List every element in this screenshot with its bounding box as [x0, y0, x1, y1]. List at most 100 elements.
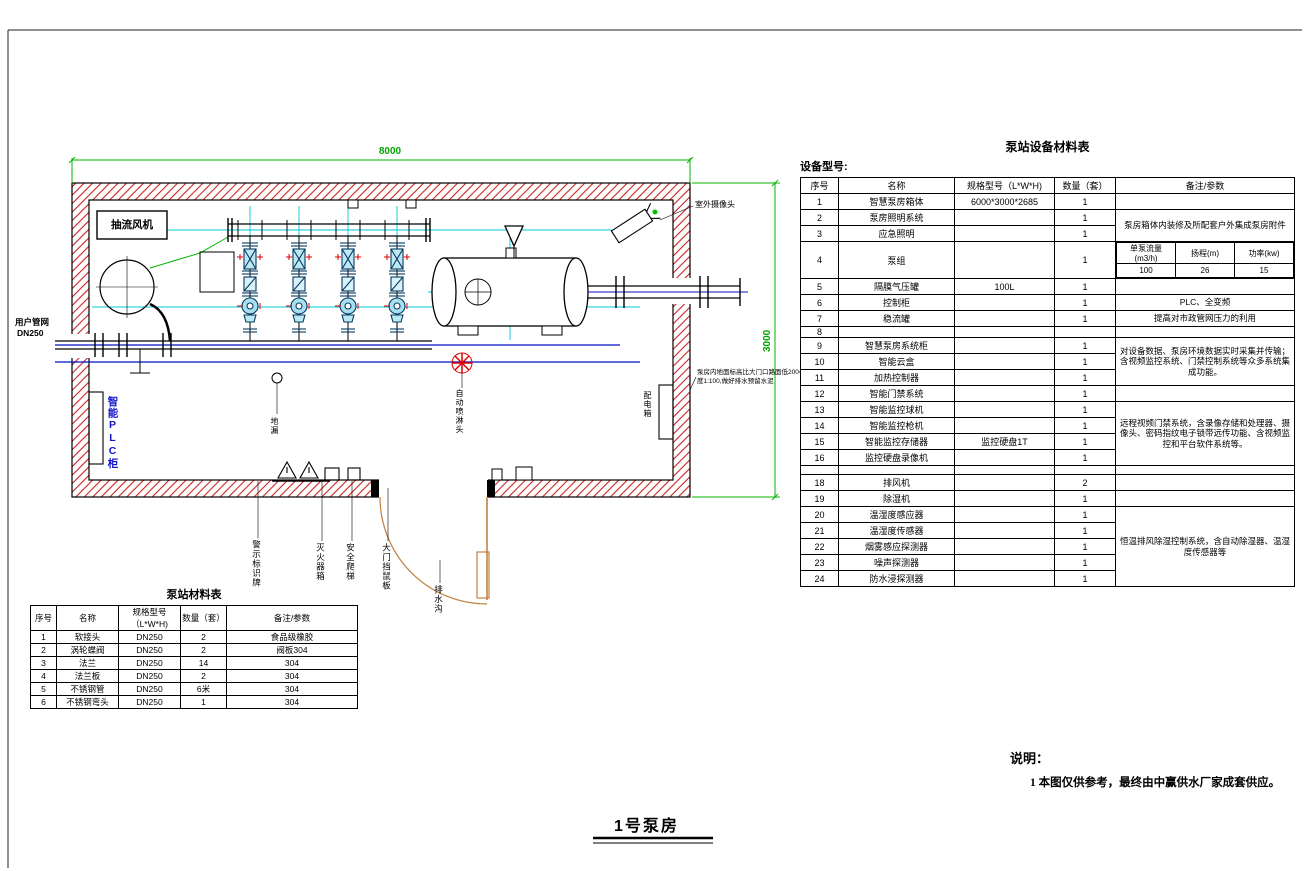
material-table-title: 泵站材料表 [166, 589, 222, 601]
cell: 不锈钢管 [56, 682, 119, 696]
cell: 4 [800, 241, 839, 279]
table-row: 5 隔膜气压罐 100L 1 [800, 278, 1295, 295]
cell: DN250 [118, 695, 181, 709]
dimension-3000 [692, 179, 780, 501]
door-swing [379, 496, 490, 605]
table-row: 4 法兰板 DN250 2 304 [30, 669, 358, 683]
cell: 食品级橡胶 [226, 630, 358, 644]
cell: DN250 [118, 656, 181, 670]
cell [954, 474, 1055, 491]
cell [954, 449, 1055, 466]
cell: 22 [800, 538, 839, 555]
cell [1054, 326, 1116, 338]
cell: 9 [800, 337, 839, 354]
table-row: 单泵流量(m3/h) 扬程(m) 功率(kw) [1116, 242, 1294, 264]
table-row: 18 排风机 2 [800, 474, 1295, 491]
cell: 24 [800, 570, 839, 587]
table-row: 8 [800, 326, 1295, 338]
column-header: 数量（套） [180, 605, 227, 631]
dim-height-label: 3000 [762, 329, 773, 352]
cell [1115, 385, 1295, 402]
cell: 1 [1054, 570, 1116, 587]
cell: 除湿机 [838, 490, 955, 507]
table-row: 1 智慧泵房箱体 6000*3000*2685 1 [800, 193, 1295, 210]
sprinkler-symbol [451, 352, 473, 374]
table-row: 2 泵房照明系统 1 泵房箱体内装修及所配套户外集成泵房附件 [800, 209, 1295, 242]
cell: 304 [226, 682, 358, 696]
cell: 5 [30, 682, 57, 696]
cell: 控制柜 [838, 294, 955, 311]
cell: 泵房照明系统 [838, 209, 955, 226]
cell [1115, 465, 1295, 475]
column-header: 序号 [30, 605, 57, 631]
cell: 19 [800, 490, 839, 507]
table-row: 20 温湿度感应器 1 恒温排风除湿控制系统，含自动除湿器、温湿度传感器等 [800, 506, 1295, 587]
power-box-label: 配电箱 [643, 391, 652, 418]
cell: 智能门禁系统 [838, 385, 955, 402]
column-header: 名称 [838, 177, 955, 194]
cell [954, 385, 1055, 402]
cell [954, 554, 1055, 571]
cell: 1 [1054, 506, 1116, 523]
table-header-row: 序号 名称 规格型号（L*W*H) 数量（套） 备注/参数 [800, 177, 1295, 194]
cell: DN250 [118, 630, 181, 644]
cell [1115, 193, 1295, 210]
pump-params-table: 单泵流量(m3/h) 扬程(m) 功率(kw) 100 26 15 [1116, 242, 1294, 278]
cell: 14 [800, 417, 839, 434]
camera-indicator-dot [652, 209, 658, 215]
cell-text: 单泵流量 [1130, 244, 1162, 253]
cell: 1 [1054, 241, 1116, 279]
cell [954, 225, 1055, 242]
cell: 26 [1175, 263, 1235, 278]
cell: 功率(kw) [1234, 242, 1294, 264]
dimension-8000 [68, 156, 694, 183]
cell: 法兰 [56, 656, 119, 670]
cell: 温湿度感应器 [838, 506, 955, 523]
cell [954, 465, 1055, 475]
material-table: 序号 名称 规格型号（L*W*H) 数量（套） 备注/参数 1 软接头 DN25… [30, 605, 358, 709]
cell: 远程视频门禁系统，含录像存储和处理器、摄像头、密码指纹电子锁带远传功能、含视频监… [1115, 401, 1295, 466]
cell [1115, 326, 1295, 338]
cell: 18 [800, 474, 839, 491]
cell: 15 [800, 433, 839, 450]
cell: 2 [1054, 474, 1116, 491]
cell [954, 401, 1055, 418]
warning-sign [272, 460, 361, 482]
cell: 1 [1054, 417, 1116, 434]
cell [1115, 474, 1295, 491]
cell: 2 [800, 209, 839, 226]
table-row: 15 智能监控存储器 监控硬盘1T 1 [800, 433, 1295, 450]
pipe-network [55, 302, 640, 374]
table-row: 10 智能云盒 1 [800, 353, 1295, 370]
warning-sign-label: 警示标识牌 [251, 540, 262, 588]
cell: 1 [1054, 353, 1116, 370]
table-row: 6 不锈钢弯头 DN250 1 304 [30, 695, 358, 709]
cell: 21 [800, 522, 839, 539]
cell: 1 [1054, 209, 1116, 226]
rodent-board-label: 大门挡鼠板 [381, 543, 392, 591]
fan-box-label: 抽流风机 [111, 219, 153, 231]
table-row [800, 465, 1295, 475]
cell: 304 [226, 669, 358, 683]
cell: 温湿度传感器 [838, 522, 955, 539]
cell: 2 [30, 643, 57, 657]
cell: 1 [1054, 193, 1116, 210]
cell: 2 [180, 669, 227, 683]
cell: 智能监控存储器 [838, 433, 955, 450]
pressure-tank [431, 225, 589, 336]
cell: 8 [800, 326, 839, 338]
plc-cabinet-label: 智能PLC柜 [106, 396, 119, 470]
sprinkler-label: 自动喷淋头 [455, 389, 464, 434]
cell: 智慧泵房系统柜 [838, 337, 955, 354]
cell: 3 [30, 656, 57, 670]
cell: 烟雾感应探测器 [838, 538, 955, 555]
cell: 1 [30, 630, 57, 644]
equipment-table-block: 泵站设备材料表 设备型号: 序号 名称 规格型号（L*W*H) 数量（套） 备注… [800, 138, 1295, 587]
camera-symbol [610, 202, 694, 244]
cell: 1 [1054, 490, 1116, 507]
equipment-table: 序号 名称 规格型号（L*W*H) 数量（套） 备注/参数 1 智慧泵房箱体 6… [800, 177, 1295, 587]
cell: 1 [1054, 554, 1116, 571]
cell: 13 [800, 401, 839, 418]
cell [954, 538, 1055, 555]
cell: 1 [180, 695, 227, 709]
